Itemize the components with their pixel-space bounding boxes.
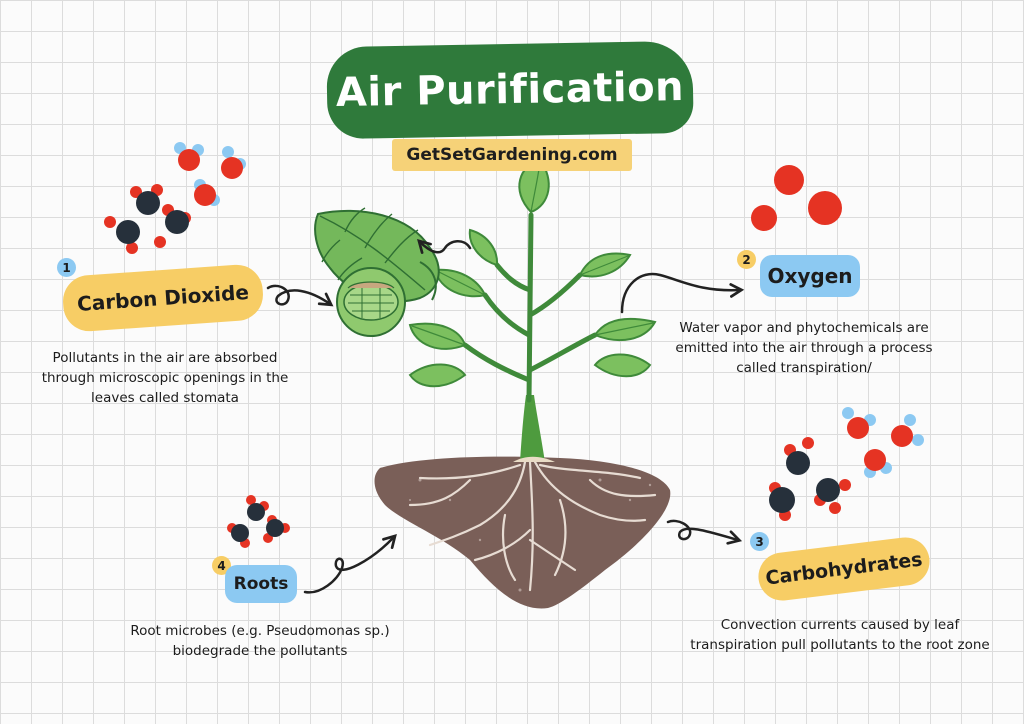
- oxygen-molecules: [751, 165, 842, 231]
- step-2-description: Water vapor and phytochemicals are emitt…: [675, 320, 933, 376]
- flow-arrows: [266, 239, 745, 594]
- step-3-description: Convection currents caused by leaf trans…: [690, 617, 990, 653]
- roots: [408, 460, 657, 592]
- leaf-closeup: [314, 207, 440, 337]
- roots-molecules: [227, 495, 290, 548]
- arrow-co2-to-leaf: [266, 284, 334, 307]
- tag-oxygen: Oxygen: [760, 255, 860, 297]
- co2-molecules: [104, 142, 246, 254]
- plant: [408, 158, 657, 462]
- arrow-roots-to-soil: [303, 533, 397, 594]
- arrow-plant-to-leaf: [417, 239, 472, 254]
- page-title: Air Purification: [335, 63, 685, 117]
- step-1-description: Pollutants in the air are absorbed throu…: [41, 350, 289, 406]
- tag-roots: Roots: [225, 565, 297, 603]
- website-text: GetSetGardening.com: [406, 145, 618, 165]
- step-2-number: 2: [737, 250, 756, 269]
- step-3-number: 3: [750, 532, 769, 551]
- soil-mound: [374, 456, 671, 609]
- carbohydrate-molecules: [769, 407, 924, 521]
- arrow-plant-to-oxygen: [620, 272, 745, 314]
- title-banner: Air Purification: [326, 40, 694, 140]
- step-4-description: Root microbes (e.g. Pseudomonas sp.) bio…: [130, 623, 390, 659]
- step-1-number: 1: [57, 258, 76, 277]
- website-badge: GetSetGardening.com: [392, 139, 632, 171]
- arrow-soil-to-carbohydrates: [666, 519, 743, 545]
